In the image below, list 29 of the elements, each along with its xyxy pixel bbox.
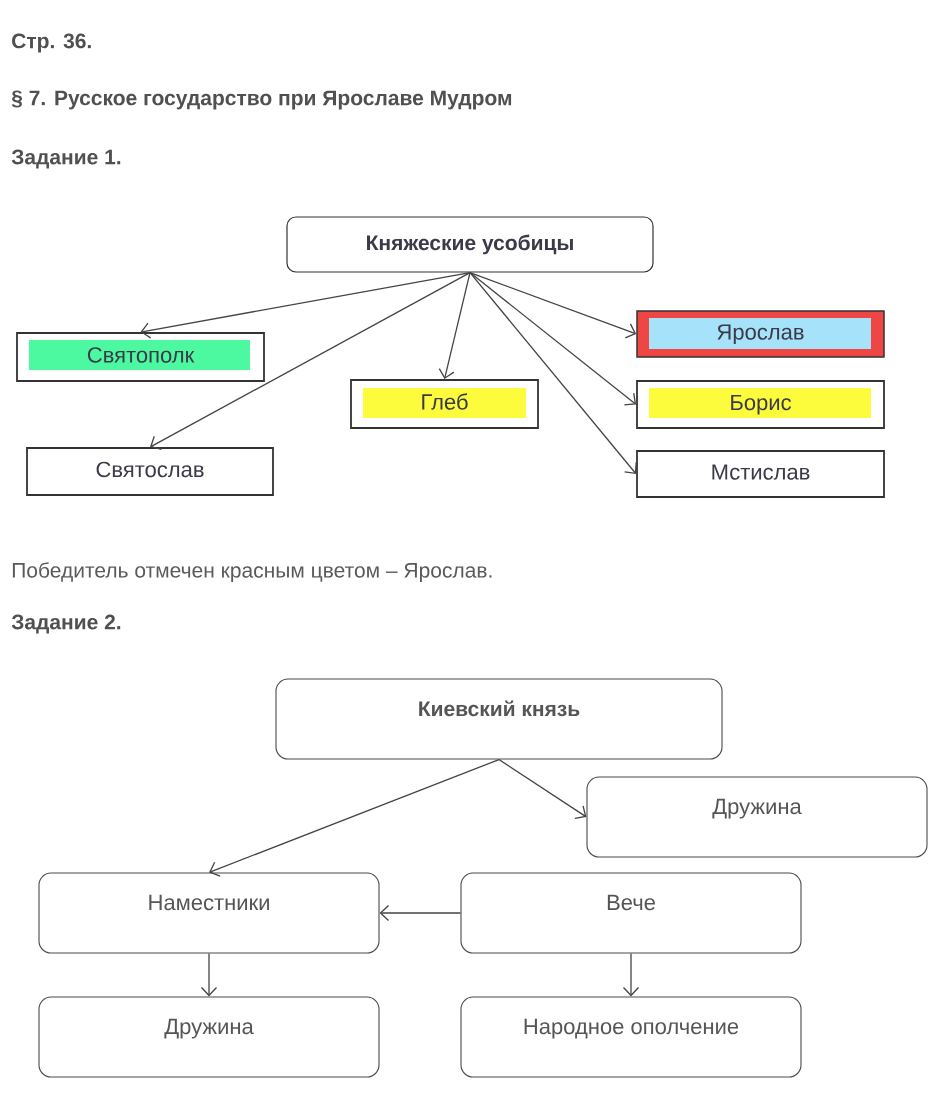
highlighted-box: Святополк [16, 332, 265, 382]
arrow [379, 904, 462, 922]
name-box: Мстислав [636, 450, 885, 498]
arrow [209, 758, 500, 877]
arrow [498, 758, 587, 819]
name-box: Святослав [26, 447, 274, 496]
arrow [150, 271, 471, 451]
answer-text: Победитель отмечен красным цветом – Ярослав. [12, 562, 492, 582]
page-number: Стр. 36. [12, 33, 91, 53]
arrow [140, 271, 471, 339]
section-heading: § 7. Русское государство при Ярославе Мудром [11, 90, 512, 110]
highlighted-box: Глеб [350, 379, 539, 429]
arrow [200, 952, 218, 997]
rounded-box: Народное ополчение [460, 996, 802, 1078]
rounded-box: Наместники [38, 872, 380, 954]
rounded-box: Вече [460, 872, 802, 954]
task-heading: Задание 2. [11, 614, 121, 634]
highlighted-box: Ярослав [636, 310, 885, 358]
task-heading: Задание 1. [11, 149, 121, 169]
arrow [469, 271, 637, 474]
arrow [438, 271, 471, 380]
rounded-box: Киевский князь [275, 678, 723, 760]
highlighted-box: Борис [636, 380, 885, 429]
rounded-box: Дружина [38, 996, 380, 1078]
arrow [622, 952, 640, 997]
rounded-box: Княжеские усобицы [286, 216, 654, 273]
arrow [469, 271, 637, 406]
rounded-box: Дружина [586, 776, 928, 858]
arrow [469, 271, 637, 339]
